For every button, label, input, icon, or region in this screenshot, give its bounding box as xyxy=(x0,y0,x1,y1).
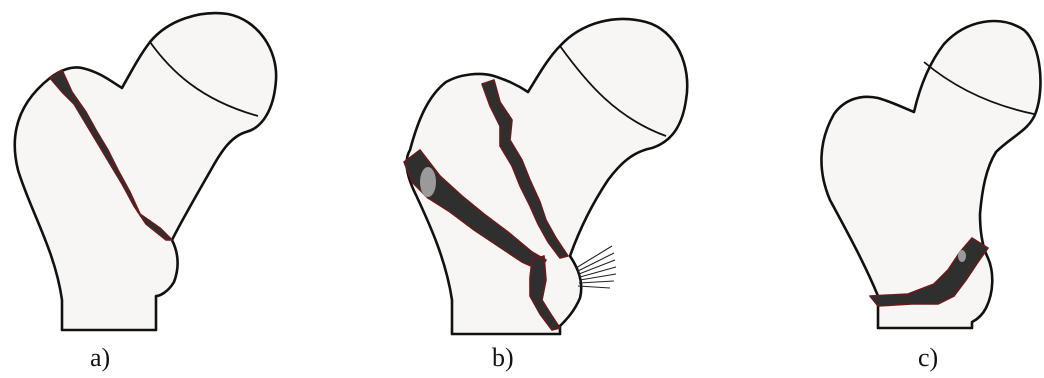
muscle-fiber xyxy=(579,281,614,283)
panel-b-label: b) xyxy=(492,343,514,372)
panel-b-fragment-highlight xyxy=(420,167,436,197)
muscle-fiber xyxy=(580,274,616,280)
panel-c-label: c) xyxy=(918,343,938,372)
panel-b: b) xyxy=(404,19,687,372)
panel-a: a) xyxy=(15,13,276,372)
panel-a-femur-outline xyxy=(15,13,276,330)
panel-c-fragment-highlight xyxy=(958,250,966,262)
panel-a-label: a) xyxy=(90,343,110,372)
muscle-fiber xyxy=(578,286,610,288)
panel-b-femur-outline xyxy=(407,19,688,334)
panel-c: c) xyxy=(821,21,1040,372)
